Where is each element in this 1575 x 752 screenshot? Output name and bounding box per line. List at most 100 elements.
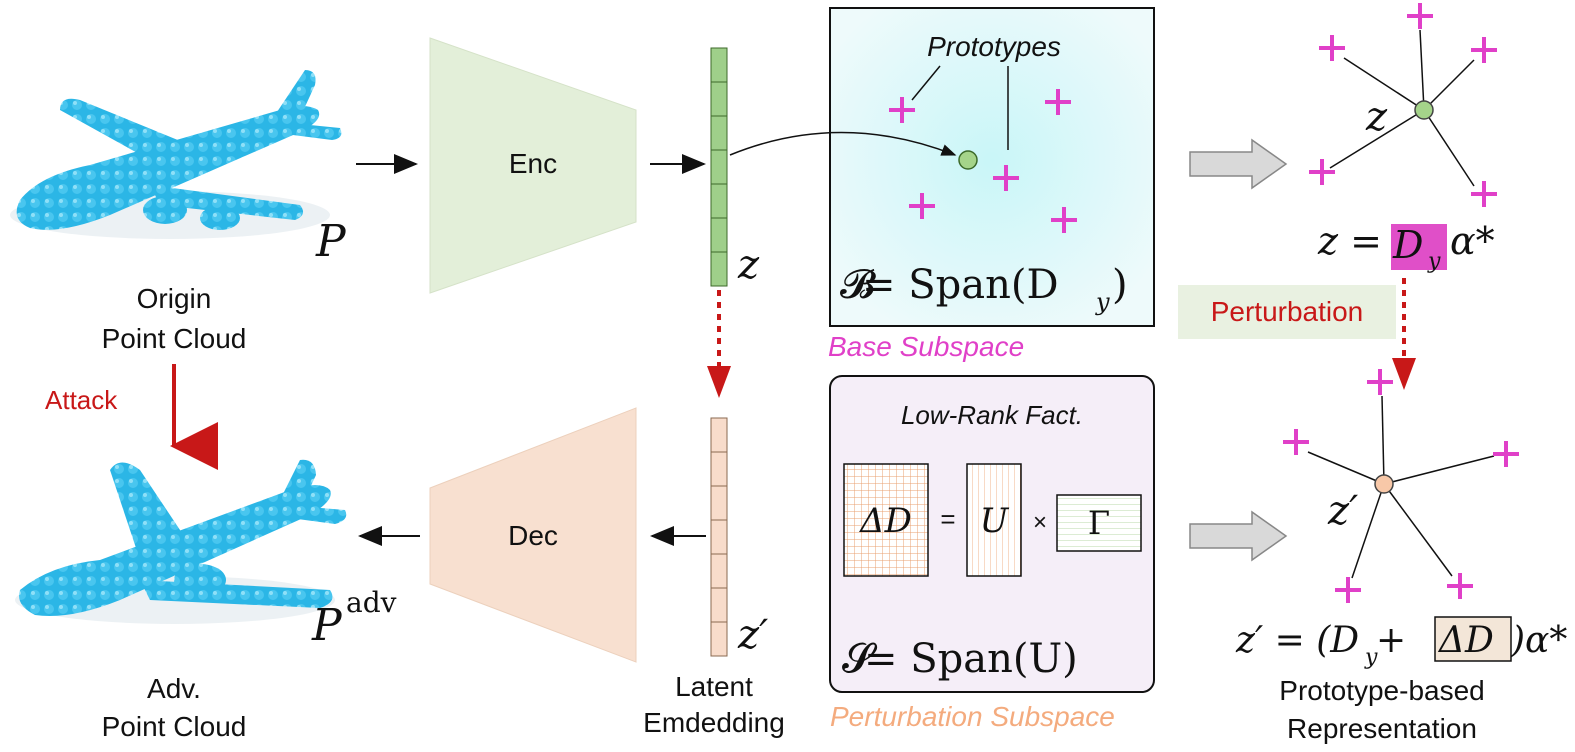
adv-superscript: adv — [346, 586, 397, 619]
origin-point-cloud-airplane — [10, 70, 342, 239]
lowrank-times: × — [1033, 509, 1047, 536]
eq2-suffix: )α* — [1510, 620, 1567, 661]
prototype-plus-icon — [889, 97, 915, 123]
star-z-symbol: z — [1365, 94, 1388, 140]
embedded-point-z — [958, 150, 978, 170]
star-spoke — [1383, 455, 1495, 485]
base-prototypes — [889, 89, 1077, 233]
eq2-delta-box — [1434, 616, 1512, 662]
prototype-star-z — [1309, 3, 1497, 207]
origin-symbol-p: P — [315, 216, 347, 267]
prototype-plus-icon — [1367, 369, 1393, 395]
perturb-arrowhead-rep — [1392, 358, 1416, 390]
star-spoke — [1307, 451, 1385, 485]
perturbation-label: Perturbation — [1211, 296, 1364, 327]
adv-caption-line1: Adv. — [147, 673, 201, 704]
latent-zprime-cell — [710, 519, 728, 555]
base-subspace-box — [829, 7, 1155, 327]
prototype-plus-icon — [1283, 429, 1309, 455]
prototype-plus-icon — [1447, 573, 1473, 599]
attack-label: Attack — [45, 385, 118, 415]
star-spoke — [1329, 109, 1425, 169]
gamma-matrix — [1056, 494, 1142, 552]
star-spoke — [1419, 29, 1425, 111]
prototype-plus-icon — [1335, 577, 1361, 603]
gamma-label: Γ — [1088, 504, 1110, 542]
latent-z-cell — [710, 217, 728, 253]
base-equation-rhs: = Span(D — [862, 262, 1059, 308]
decoder-label: Dec — [508, 520, 558, 551]
latent-caption-line2: Emdedding — [643, 707, 785, 738]
star-spoke — [1383, 483, 1453, 577]
encoder-trapezoid — [429, 37, 637, 294]
base-subspace-caption: Base Subspace — [828, 331, 1024, 362]
star-zprime-symbol: z′ — [1327, 488, 1358, 534]
perturbation-subspace-caption: Perturbation Subspace — [830, 701, 1115, 732]
star-spoke — [1343, 57, 1425, 111]
eq2-sub: y — [1364, 645, 1378, 670]
latent-zprime-symbol: z′ — [737, 612, 768, 658]
eq1-prefix: z = — [1317, 219, 1382, 263]
decoder-trapezoid — [429, 407, 637, 663]
delta-d-label: ΔD — [858, 501, 912, 541]
prototype-plus-icon — [1471, 181, 1497, 207]
adv-point-cloud-airplane — [15, 459, 347, 624]
latent-vector-zprime — [710, 417, 728, 657]
prototypes-leader-1 — [911, 65, 941, 101]
origin-caption-line2: Point Cloud — [102, 323, 247, 354]
prototype-plus-icon — [993, 165, 1019, 191]
star-spoke — [1423, 59, 1475, 111]
prototype-star-zprime — [1283, 369, 1519, 603]
perturb-equation-lhs: 𝓢 — [842, 636, 878, 682]
star-node-zprime — [1374, 474, 1394, 494]
eq2-delta: ΔD — [1437, 620, 1494, 661]
rep-caption-line2: Representation — [1287, 713, 1477, 744]
prototype-plus-icon — [1493, 441, 1519, 467]
latent-zprime-cell — [710, 417, 728, 453]
star-spoke — [1423, 109, 1475, 187]
lowrank-title: Low-Rank Fact. — [901, 400, 1083, 430]
perturb-equation-rhs: = Span(U) — [864, 636, 1078, 682]
star-spoke — [1351, 483, 1385, 579]
prototype-plus-icon — [909, 193, 935, 219]
eq1-dy-highlight — [1391, 224, 1447, 270]
latent-zprime-cell — [710, 621, 728, 657]
encoder-label: Enc — [509, 148, 557, 179]
origin-caption-line1: Origin — [137, 283, 212, 314]
eq1-d: D — [1392, 223, 1423, 267]
latent-z-cell — [710, 115, 728, 151]
arrow-z-to-embedding — [729, 131, 957, 156]
eq1-suffix: α* — [1450, 219, 1495, 263]
star-node-z — [1414, 100, 1434, 120]
eq1-sub: y — [1427, 249, 1441, 274]
latent-z-cell — [710, 183, 728, 219]
latent-zprime-cell — [710, 553, 728, 589]
star-spoke — [1381, 395, 1385, 485]
adv-caption-line2: Point Cloud — [102, 711, 247, 742]
perturb-arrowhead-latent — [707, 366, 731, 398]
latent-z-symbol: z — [737, 242, 760, 288]
prototype-plus-icon — [1045, 89, 1071, 115]
latent-z-cell — [710, 47, 728, 83]
u-label: U — [980, 501, 1010, 541]
delta-d-matrix — [843, 463, 929, 577]
adv-symbol-p: P — [311, 600, 343, 651]
prototype-plus-icon — [1051, 207, 1077, 233]
u-matrix — [966, 463, 1022, 577]
prototype-plus-icon — [1471, 37, 1497, 63]
latent-z-cell — [710, 81, 728, 117]
prototype-plus-icon — [1407, 3, 1433, 29]
latent-vector-z — [710, 47, 728, 287]
base-equation-sub: y — [1095, 288, 1110, 316]
latent-z-cell — [710, 251, 728, 287]
block-arrow-bottom — [1189, 510, 1288, 562]
latent-zprime-cell — [710, 485, 728, 521]
latent-z-cell — [710, 149, 728, 185]
prototype-plus-icon — [1319, 35, 1345, 61]
eq2-plus: + — [1376, 620, 1406, 661]
block-arrow-top — [1189, 138, 1288, 190]
latent-caption-line1: Latent — [675, 671, 753, 702]
prototypes-label: Prototypes — [927, 31, 1061, 62]
